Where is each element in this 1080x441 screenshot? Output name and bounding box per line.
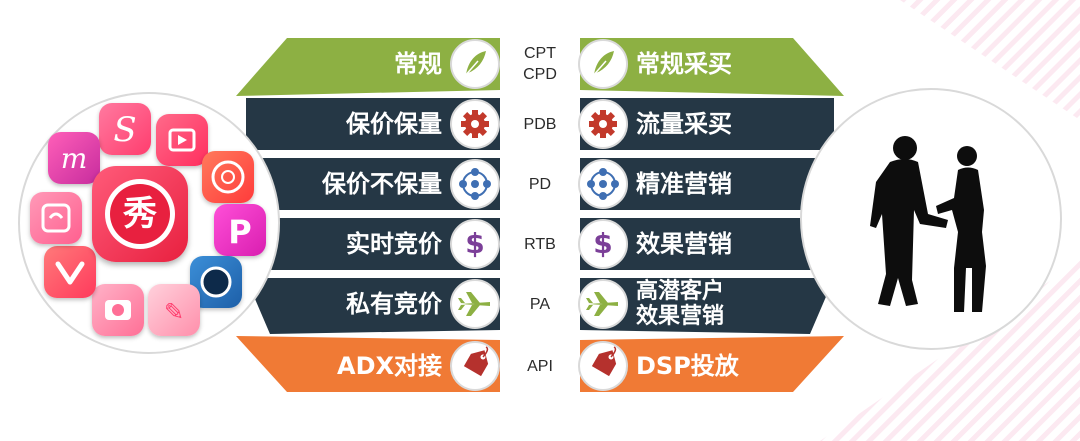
band-left-row-2 [246, 98, 500, 150]
band-left-row-4 [246, 218, 500, 270]
app-icon-video [156, 114, 208, 166]
svg-text:P: P [228, 213, 251, 251]
right-label-row-4: 效果营销 [636, 230, 732, 258]
left-label-row-1: 常规 [394, 50, 442, 78]
code-row-3: PD [528, 175, 552, 193]
code-row-5: PA [529, 295, 551, 313]
band-right-row-6 [580, 336, 844, 392]
right-label-row-5: 高潜客户效果营销 [636, 279, 725, 329]
svg-text:✎: ✎ [164, 298, 184, 326]
center-app-icon: 秀 [92, 166, 188, 262]
app-icon-s: S [99, 103, 151, 155]
code-row-4: RTB [524, 235, 556, 253]
left-label-row-2: 保价保量 [346, 110, 442, 138]
center-app-label: 秀 [123, 194, 157, 234]
feather-icon-left-row-1 [450, 39, 500, 89]
app-icon-selfie [92, 284, 144, 336]
band-left-row-1 [236, 38, 500, 96]
handshake-icon [870, 136, 986, 312]
app-icon-m: m [48, 132, 100, 184]
app-icon-frame [30, 192, 82, 244]
band-right-row-1 [580, 38, 844, 96]
feather-icon-right-row-1 [578, 39, 628, 89]
app-icon-lens [202, 151, 254, 203]
svg-text:S: S [113, 110, 136, 150]
band-right-row-3 [580, 158, 834, 210]
gear-icon-right-row-2 [578, 99, 628, 149]
handshake-circle [800, 88, 1062, 350]
left-label-row-5: 私有竞价 [346, 290, 442, 318]
left-label-row-6: ADX对接 [337, 352, 442, 380]
app-icon-heart-v [44, 246, 96, 298]
band-left-row-5 [246, 278, 500, 334]
band-right-row-5 [580, 278, 834, 334]
dollar-icon-right-row-4: $ [578, 219, 628, 269]
left-label-row-3: 保价不保量 [322, 170, 442, 198]
tag-icon-right-row-6 [578, 341, 628, 391]
svg-text:m: m [61, 142, 88, 175]
diagram-bands [236, 38, 844, 392]
right-label-row-6: DSP投放 [636, 352, 739, 380]
tag-icon-left-row-6 [450, 341, 500, 391]
decor-stripes-top-right [900, 0, 1080, 120]
svg-text:$: $ [465, 227, 484, 260]
gear-icon-left-row-2 [450, 99, 500, 149]
band-right-row-4 [580, 218, 834, 270]
code-row-2: PDB [523, 115, 557, 133]
code-row-6: API [527, 357, 553, 375]
apps-circle: S P ✎ m 秀 [18, 92, 280, 354]
airplane-icon-right-row-5 [578, 279, 628, 329]
left-label-row-4: 实时竞价 [346, 230, 442, 258]
network-icon-left-row-3 [450, 159, 500, 209]
dollar-icon-left-row-4: $ [450, 219, 500, 269]
right-label-row-3: 精准营销 [636, 170, 732, 198]
right-label-row-1: 常规采买 [636, 50, 732, 78]
band-left-row-3 [246, 158, 500, 210]
band-right-row-2 [580, 98, 834, 150]
right-label-row-2: 流量采买 [636, 110, 732, 138]
app-icon-doodle: ✎ [148, 284, 200, 336]
svg-text:$: $ [593, 227, 612, 260]
app-icon-p: P [214, 204, 266, 256]
network-icon-right-row-3 [578, 159, 628, 209]
airplane-icon-left-row-5 [450, 279, 500, 329]
band-left-row-6 [236, 336, 500, 392]
